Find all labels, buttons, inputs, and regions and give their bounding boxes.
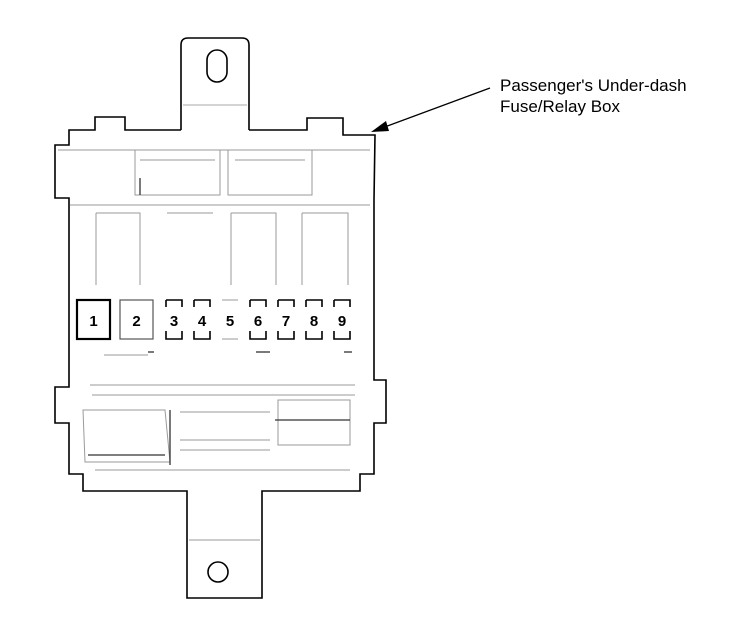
box-housing bbox=[54, 37, 387, 599]
fuse-box-callout-label: Passenger's Under-dash Fuse/Relay Box bbox=[500, 75, 687, 117]
top-mounting-tab bbox=[180, 37, 250, 130]
fuse-8[interactable]: 8 bbox=[305, 299, 323, 340]
fuse-1[interactable]: 1 bbox=[75, 298, 112, 341]
fuse-8-label: 8 bbox=[310, 313, 318, 330]
callout-line-2: Fuse/Relay Box bbox=[500, 97, 620, 116]
fuse-9[interactable]: 9 bbox=[333, 299, 351, 340]
fuse-1-label: 1 bbox=[89, 313, 97, 330]
fuse-9-label: 9 bbox=[338, 313, 346, 330]
fuse-7-label: 7 bbox=[282, 313, 290, 330]
fuse-3-label: 3 bbox=[170, 313, 178, 330]
fuse-3[interactable]: 3 bbox=[165, 299, 183, 340]
bottom-mounting-hole bbox=[207, 561, 229, 583]
top-mounting-slot bbox=[206, 49, 228, 83]
callout-line-1: Passenger's Under-dash bbox=[500, 76, 687, 95]
box-outline bbox=[54, 116, 387, 599]
fuse-2-label: 2 bbox=[132, 313, 140, 330]
fuse-6[interactable]: 6 bbox=[249, 299, 267, 340]
fuse-4[interactable]: 4 bbox=[193, 299, 211, 340]
fuse-4-label: 4 bbox=[198, 313, 207, 330]
connector-outlines bbox=[88, 178, 352, 465]
fuse-5[interactable]: 5 bbox=[222, 299, 238, 340]
fuse-6-label: 6 bbox=[254, 313, 262, 330]
fuse-7[interactable]: 7 bbox=[277, 299, 295, 340]
fuse-2[interactable]: 2 bbox=[119, 299, 154, 340]
housing-detail-lines bbox=[58, 149, 370, 541]
fuse-5-label: 5 bbox=[226, 313, 234, 330]
callout-arrow bbox=[371, 87, 491, 132]
